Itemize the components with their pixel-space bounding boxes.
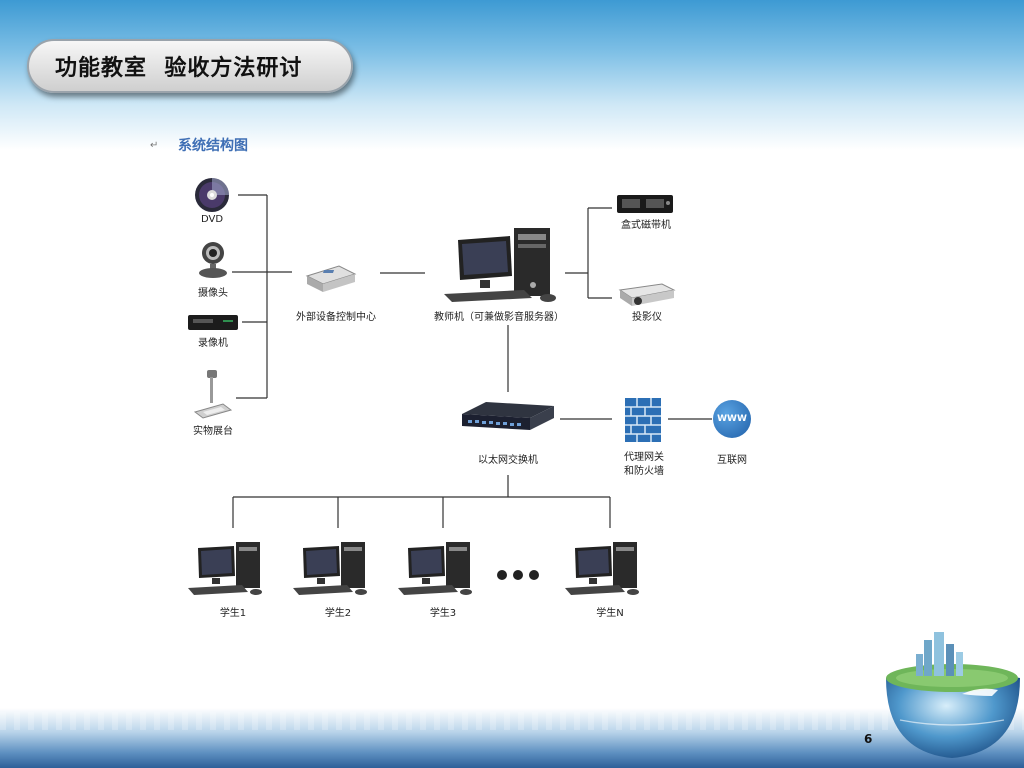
tape-deck-icon [617, 195, 673, 213]
www-globe-icon: WWW [713, 400, 751, 438]
ellipsis-dots-icon [497, 570, 539, 580]
slide-title: 功能教室 验收方法研讨 [55, 55, 303, 81]
internet-label: 互联网 [717, 455, 747, 466]
student-3-label: 学生3 [429, 608, 457, 619]
diagram-heading: 系统结构图 [178, 138, 248, 154]
dvd-label: DVD [200, 214, 224, 225]
student-1-label: 学生1 [219, 608, 247, 619]
footer-wave-background [0, 708, 1024, 768]
document-camera-label: 实物展台 [193, 426, 233, 437]
firewall-icon [625, 398, 661, 442]
ethernet-switch-icon [462, 402, 554, 430]
projector-icon [618, 283, 676, 306]
vcr-icon [188, 315, 238, 330]
switch-label: 以太网交换机 [478, 455, 538, 466]
student-1-computer-icon [188, 542, 262, 595]
teacher-label: 教师机（可兼做影音服务器） [434, 312, 564, 323]
student-2-label: 学生2 [324, 608, 352, 619]
city-globe-decoration-icon [886, 632, 1020, 758]
webcam-icon [199, 242, 227, 278]
teacher-computer-icon [444, 228, 556, 302]
document-camera-icon [193, 370, 233, 419]
webcam-label: 摄像头 [198, 288, 228, 299]
footer-wave-pattern [0, 712, 1024, 730]
student-n-computer-icon [565, 542, 639, 595]
control-center-label: 外部设备控制中心 [296, 312, 376, 323]
control-box-icon [305, 265, 357, 292]
firewall-label-line1: 代理网关 [624, 452, 664, 463]
student-2-computer-icon [293, 542, 367, 595]
tape-deck-label: 盒式磁带机 [621, 220, 671, 231]
student-n-label: 学生N [596, 608, 624, 619]
firewall-label-line2: 和防火墙 [624, 466, 664, 477]
projector-label: 投影仪 [632, 312, 662, 323]
page-number: 6 [864, 732, 873, 746]
paragraph-return-mark: ↵ [150, 140, 159, 151]
dvd-disc-icon [195, 178, 229, 212]
slide-title-banner: 功能教室 验收方法研讨 [27, 39, 353, 93]
firewall-label: 代理网关 和防火墙 [608, 451, 680, 479]
vcr-label: 录像机 [198, 338, 228, 349]
www-globe-text: WWW [717, 414, 747, 424]
student-3-computer-icon [398, 542, 472, 595]
